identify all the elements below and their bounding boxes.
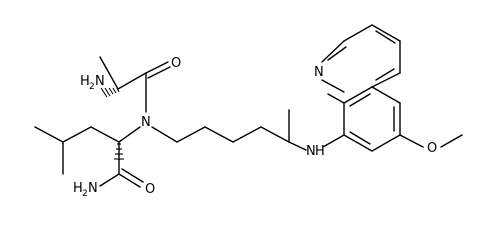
bond-leu-cb-cg <box>62 126 92 143</box>
atom-amide-bottom-H: H <box>73 181 83 196</box>
pentyl-chain <box>176 109 307 151</box>
stereo-hash-wedge-bottom <box>114 143 124 160</box>
bond-q-c6-c7 <box>371 134 401 152</box>
atom-aryl-amine-H: H <box>315 144 325 159</box>
bond-q-inner-6 <box>375 68 395 81</box>
bond-chain-2 <box>204 126 234 143</box>
bond-chain-NH <box>288 141 307 151</box>
atom-quinoline-N: N <box>314 65 324 80</box>
amide-core <box>118 126 178 143</box>
atom-amine-top-H: H <box>80 74 90 89</box>
bond-q-c8a-c4a <box>343 86 373 104</box>
atom-label-amine-top: H 2 N <box>80 74 105 92</box>
bond-q-c7-c8 <box>343 134 373 152</box>
bond-q-n1-c2 <box>321 40 345 63</box>
bond-O-CH3 <box>440 134 463 148</box>
atom-carbonyl-top-O: O <box>171 56 181 71</box>
atom-amine-top-sub: 2 <box>89 82 95 92</box>
chemical-structure-diagram: H 2 N O N N H N O H 2 N O <box>34 24 463 199</box>
atom-label-amide-bottom: H 2 N <box>73 181 98 199</box>
bond-leu-ca-cb <box>90 126 120 143</box>
bond-q-c3-c4 <box>371 24 401 42</box>
stereo-hash-wedge-top <box>100 87 120 98</box>
atom-aryl-amine-N: N <box>306 144 316 159</box>
bond-amideN-chain <box>151 126 178 143</box>
bond-alanine-methyl <box>99 56 119 90</box>
bond-q-n1-down <box>321 79 345 93</box>
bond-q-c4a-c5 <box>371 86 401 104</box>
atom-label-aryl-NH: N H <box>306 144 325 159</box>
methoxy-group <box>399 134 463 148</box>
bond-NH-quinoline <box>322 134 345 148</box>
atom-methoxy-O: O <box>427 141 437 156</box>
bond-leu-cg-cd1 <box>34 126 64 143</box>
bond-carbonyl-top-1 <box>145 61 169 74</box>
atom-carbonyl-bottom-O: O <box>145 182 155 197</box>
alanyl-fragment <box>99 56 171 113</box>
bond-q-c8a-n1 <box>327 93 345 104</box>
bond-carbonyl-top-2 <box>147 66 171 79</box>
bond-carbonyl-bottom-2 <box>121 168 144 183</box>
atom-amine-top-N: N <box>95 74 105 89</box>
bond-chain-3 <box>232 126 262 143</box>
bond-carbonyl-bottom-1 <box>118 173 141 188</box>
atom-amide-bottom-sub: 2 <box>82 189 88 199</box>
bond-amide-CN <box>99 173 120 187</box>
bond-q-inner-5 <box>375 30 396 44</box>
bond-amideN-leu-ca <box>118 126 141 143</box>
bond-alanine-ca-co <box>117 72 147 90</box>
atom-amide-bottom-N: N <box>88 181 98 196</box>
bond-c6-O <box>399 134 424 148</box>
bond-chain-4 <box>260 126 290 143</box>
quinoline-ring <box>321 24 401 152</box>
bond-q-c2-c3 <box>343 24 373 42</box>
atom-amide-N: N <box>141 115 151 130</box>
bond-q-inner-3 <box>349 131 371 145</box>
bond-q-inner-4 <box>327 46 347 61</box>
bond-q-c4a-link <box>371 72 401 88</box>
bond-q-inner-1 <box>349 93 371 107</box>
bond-chain-1 <box>176 126 206 143</box>
leucinamide-fragment <box>34 126 144 188</box>
